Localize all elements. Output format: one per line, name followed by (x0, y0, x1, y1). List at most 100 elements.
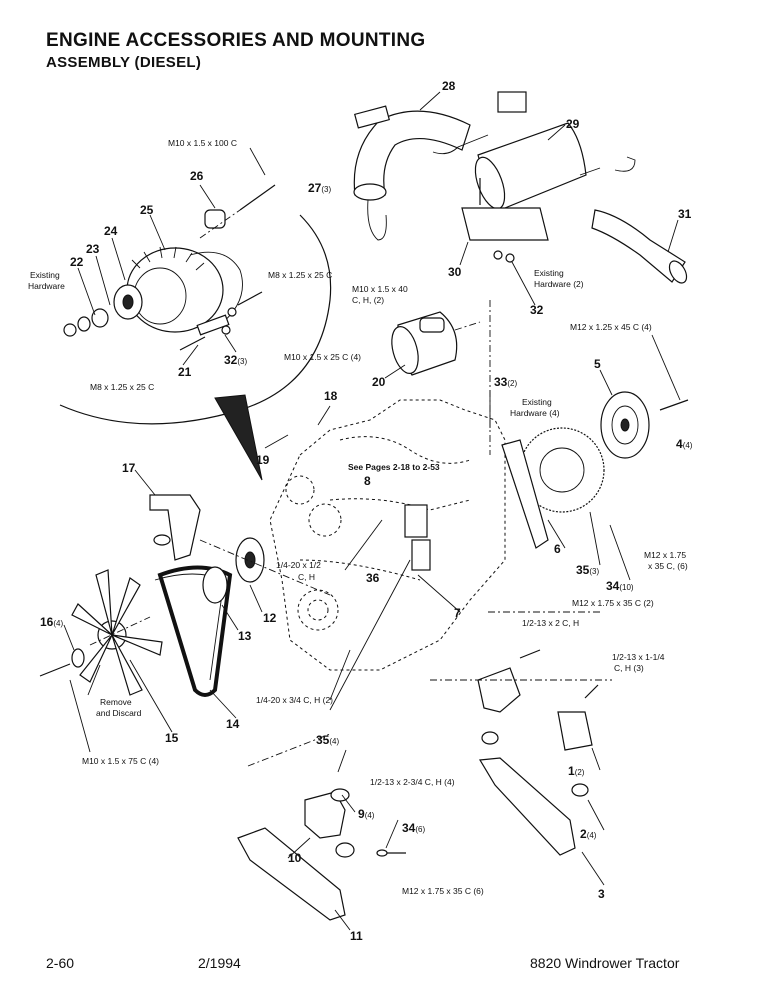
gear-cover-plate (501, 439, 549, 549)
callout-16: 16(4) (40, 615, 63, 629)
bracket-bolt (179, 336, 206, 351)
alternator-detail-inset (59, 184, 332, 481)
spec-existing-hw-a1: Existing (30, 270, 60, 280)
spec-half13x114-1: 1/2-13 x 1-1/4 (612, 652, 665, 662)
muffler-mount-bracket (461, 207, 549, 241)
callout-12: 12 (263, 611, 277, 625)
callout-5: 5 (594, 357, 601, 371)
spec-m12x175-b: M12 x 1.75 x 35 C (2) (572, 598, 654, 608)
callout-25: 25 (140, 203, 154, 217)
engine-bracket (404, 504, 428, 538)
callout-1: 1(2) (568, 764, 585, 778)
spec-existing-hw-b2: Hardware (2) (534, 279, 584, 289)
callout-14: 14 (226, 717, 240, 731)
spec-existing-hw-c2: Hardware (4) (510, 408, 560, 418)
callout-32-qty3: 32(3) (224, 353, 247, 367)
callout-35-qty4: 35(4) (316, 733, 339, 747)
callout-labels: 1(2) 2(4) 3 4(4) 5 6 7 8 9(4) 10 11 12 1… (40, 79, 693, 943)
callout-18: 18 (324, 389, 338, 403)
model-name: 8820 Windrower Tractor (530, 955, 680, 971)
callout-22: 22 (70, 255, 84, 269)
exhaust-tailpipe (591, 209, 686, 283)
callout-13: 13 (238, 629, 252, 643)
u-bolt-clamp (367, 199, 387, 241)
page-number: 2-60 (46, 955, 75, 971)
callout-28: 28 (442, 79, 456, 93)
exhaust-elbow (353, 110, 471, 196)
callout-24: 24 (104, 224, 118, 238)
adjust-bolt (237, 291, 263, 306)
fan-support-bracket (149, 494, 201, 561)
callout-35-qty3: 35(3) (576, 563, 599, 577)
spec-m8x25-b: M8 x 1.25 x 25 C (90, 382, 154, 392)
callout-9: 9(4) (358, 807, 375, 821)
callout-15: 15 (165, 731, 179, 745)
mount-bracket-right (478, 757, 576, 856)
mount-bracket-left (237, 827, 346, 921)
callout-6: 6 (554, 542, 561, 556)
callout-7: 7 (454, 606, 461, 620)
spec-remove-discard-2: and Discard (96, 708, 142, 718)
starter-motor (391, 311, 481, 376)
hardware-spec-labels: M10 x 1.5 x 100 C M8 x 1.25 x 25 C M8 x … (28, 138, 688, 896)
muffler-u-bolt (432, 134, 489, 155)
callout-32: 32 (530, 303, 544, 317)
spec-m10x100: M10 x 1.5 x 100 C (168, 138, 237, 148)
spec-half13x114-2: C, H (3) (614, 663, 644, 673)
callout-36: 36 (366, 571, 380, 585)
crankshaft-pulley-group (501, 391, 689, 549)
callout-21: 21 (178, 365, 192, 379)
spec-see-pages: See Pages 2-18 to 2-53 (348, 462, 440, 472)
alternator-washer (91, 308, 109, 328)
callout-11: 11 (350, 929, 363, 943)
spec-existing-hw-c1: Existing (522, 397, 552, 407)
callout-34-qty6: 34(6) (402, 821, 425, 835)
callout-31: 31 (678, 207, 692, 221)
engine-bracket-lower (411, 539, 431, 571)
callout-8: 8 (364, 474, 371, 488)
spec-remove-discard-1: Remove (100, 697, 132, 707)
page-title: ENGINE ACCESSORIES AND MOUNTING (46, 30, 426, 51)
fan-assembly (39, 569, 163, 696)
exhaust-group (353, 91, 688, 284)
callout-2: 2(4) (580, 827, 597, 841)
spec-quarter20x34: 1/4-20 x 3/4 C, H (2) (256, 695, 333, 705)
page-subtitle: ASSEMBLY (DIESEL) (46, 54, 202, 71)
callout-23: 23 (86, 242, 100, 256)
engine-mount-right (477, 649, 599, 856)
spec-m10x75: M10 x 1.5 x 75 C (4) (82, 756, 159, 766)
spec-half13x2: 1/2-13 x 2 C, H (522, 618, 579, 628)
callout-20: 20 (372, 375, 386, 389)
spec-half13x234: 1/2-13 x 2-3/4 C, H (4) (370, 777, 455, 787)
callout-34-qty10: 34(10) (606, 579, 634, 593)
detail-pointer (214, 394, 263, 481)
fan-blade (95, 569, 113, 636)
revision-date: 2/1994 (198, 955, 241, 971)
mount-bracket-right-top (557, 711, 593, 751)
callout-19: 19 (256, 453, 270, 467)
spec-existing-hw-b1: Existing (534, 268, 564, 278)
ring-gear (519, 427, 605, 513)
callout-17: 17 (122, 461, 136, 475)
callout-27: 27(3) (308, 181, 331, 195)
spec-existing-hw-a2: Hardware (28, 281, 65, 291)
spec-m8x25-a: M8 x 1.25 x 25 C (268, 270, 332, 280)
leader-lines (63, 91, 681, 931)
spec-quarter20x12-1: 1/4-20 x 1/2 (276, 560, 321, 570)
alternator-bushing (204, 209, 226, 229)
spec-m12x45: M12 x 1.25 x 45 C (4) (570, 322, 652, 332)
engine-mount-left (237, 788, 406, 921)
spec-m10x25: M10 x 1.5 x 25 C (4) (284, 352, 361, 362)
callout-10: 10 (288, 851, 302, 865)
elbow-bracket (353, 105, 391, 129)
callout-33: 33(2) (494, 375, 517, 389)
alternator-pivot-bolt (239, 184, 276, 211)
callout-3: 3 (598, 887, 605, 901)
callout-4: 4(4) (676, 437, 693, 451)
spec-quarter20x12-2: C, H (298, 572, 315, 582)
callout-29: 29 (566, 117, 580, 131)
adjust-strap (196, 314, 230, 336)
engine-block (269, 399, 506, 671)
